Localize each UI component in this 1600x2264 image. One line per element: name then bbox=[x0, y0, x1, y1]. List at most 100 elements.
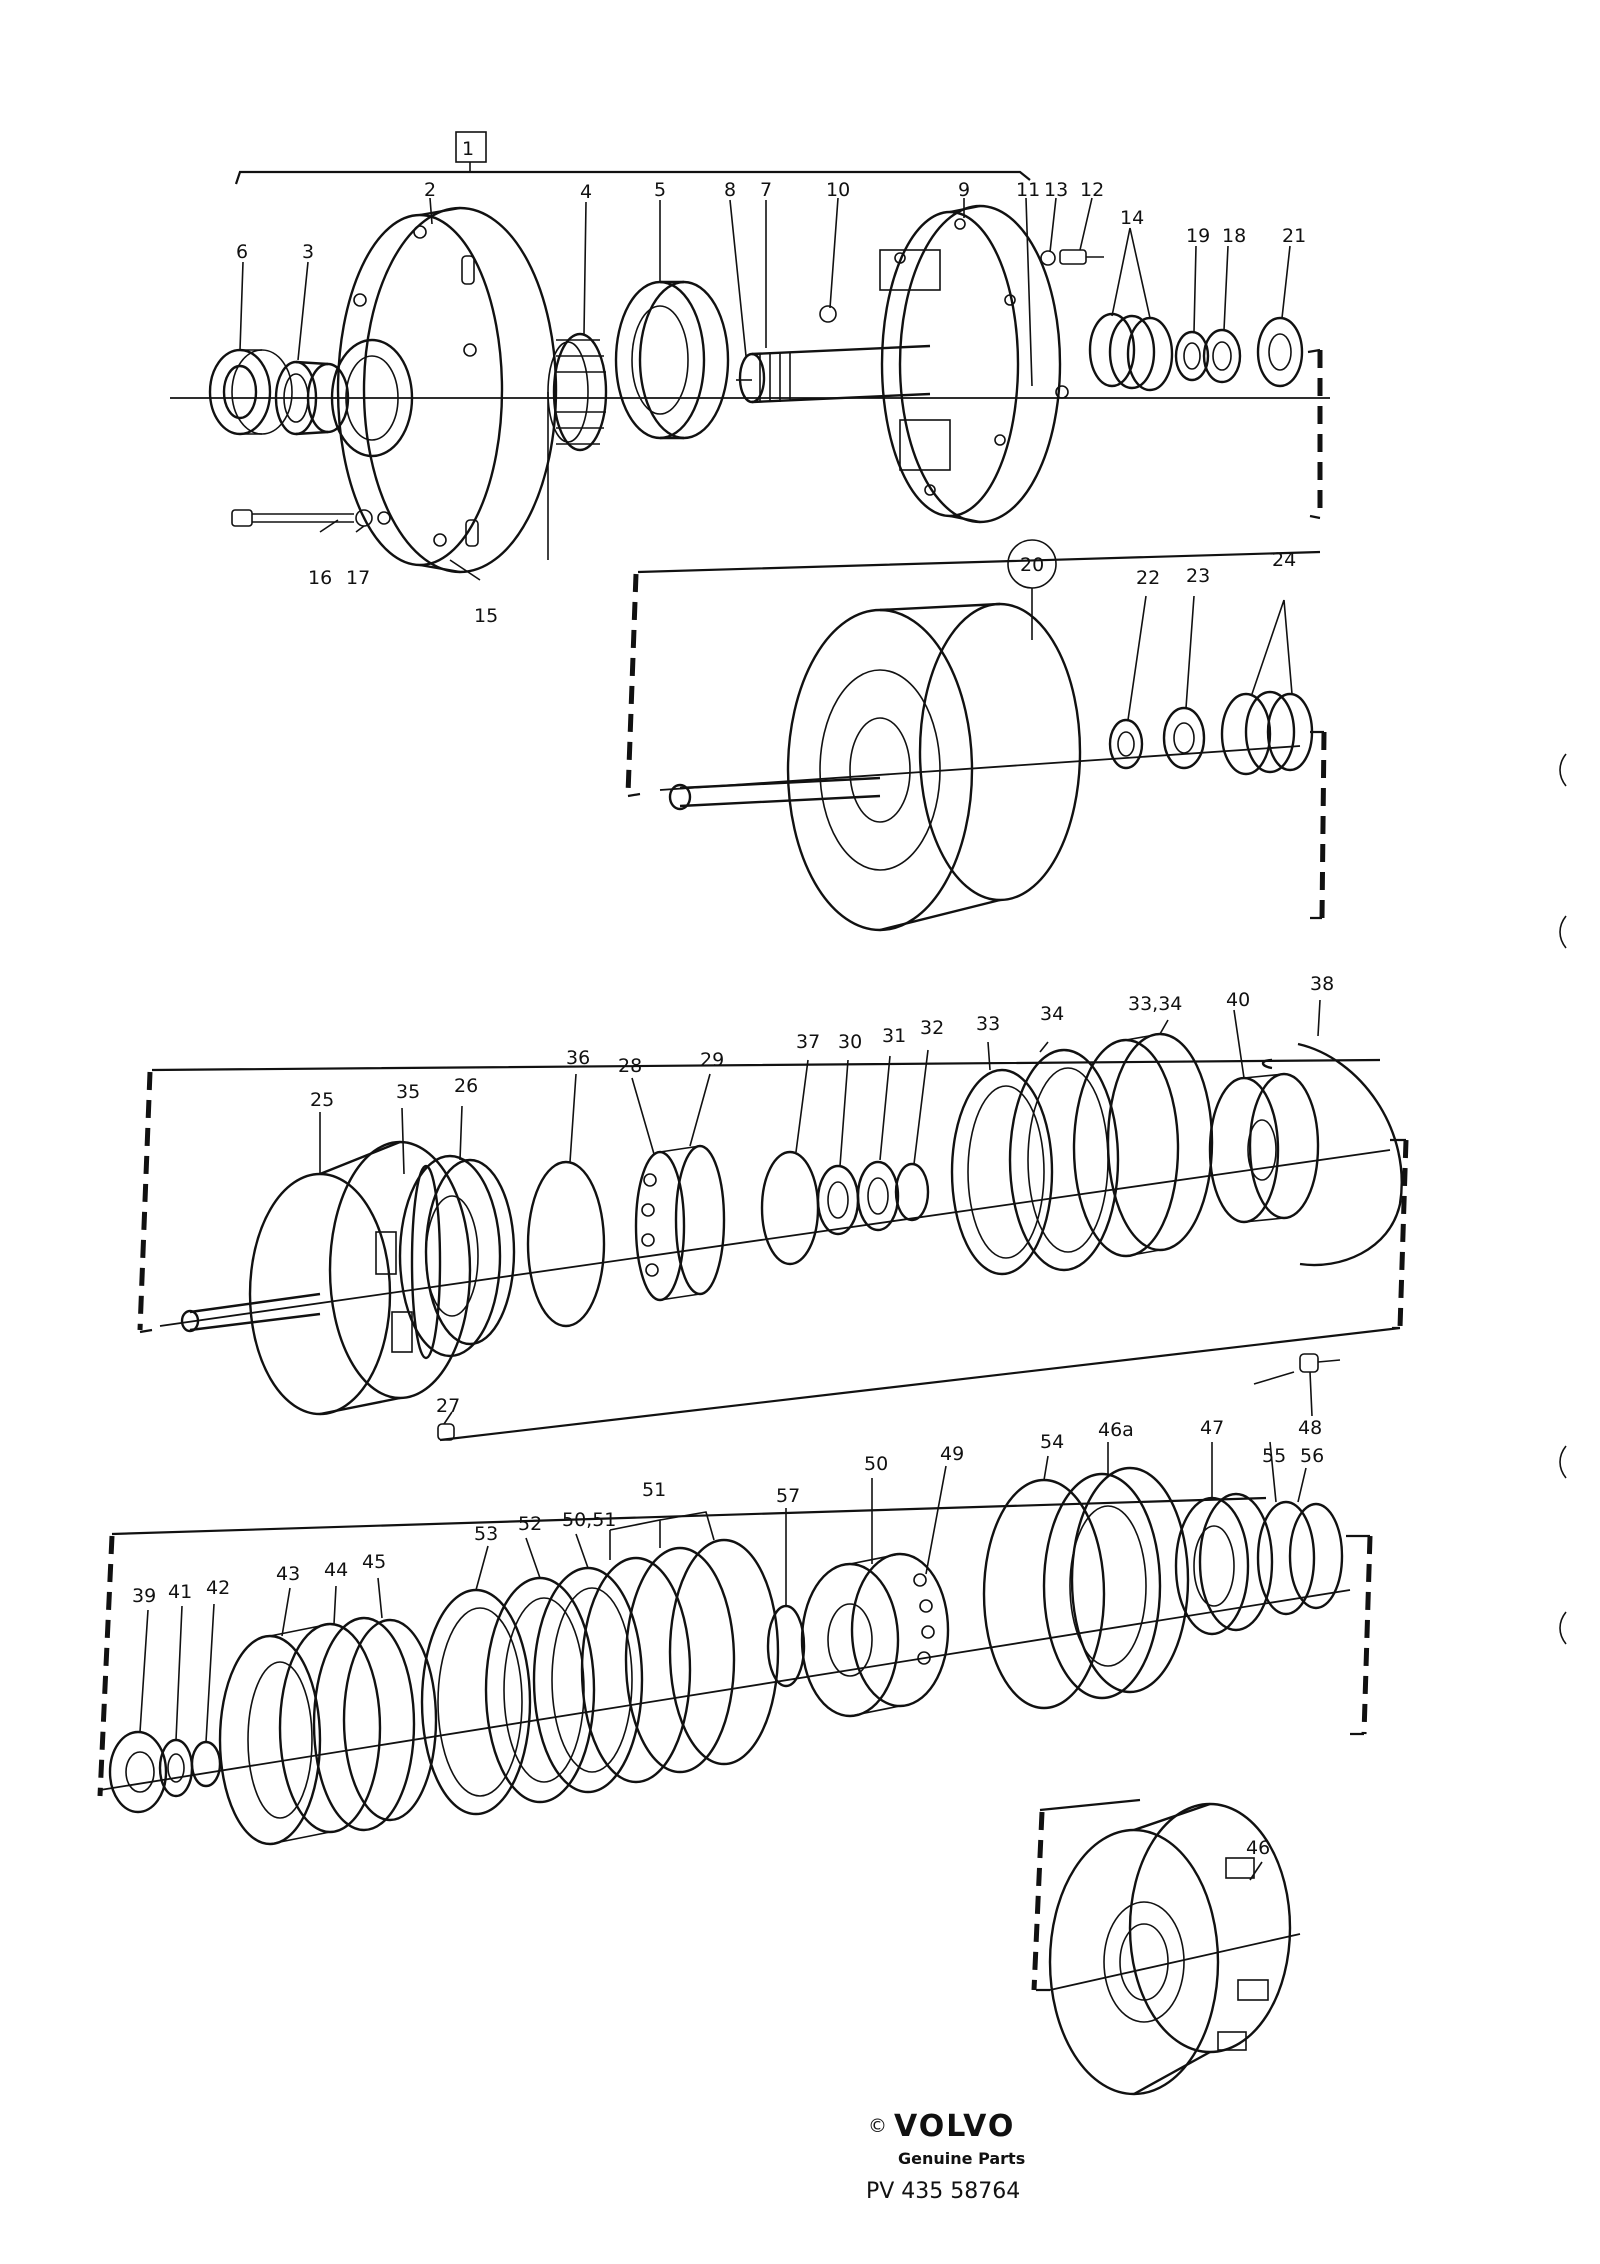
label-39: 44 bbox=[324, 1559, 348, 1581]
group-pump-assembly: 1 2 3 4 5 6 7 8 9 10 11 12 13 14 15 16 1… bbox=[170, 131, 1330, 627]
label-15: 15 bbox=[474, 605, 498, 627]
label-8: 8 bbox=[724, 179, 736, 201]
label-26: 26 bbox=[454, 1075, 478, 1097]
part-28-sprag bbox=[634, 1144, 726, 1302]
part-5-ring-gear bbox=[614, 280, 730, 440]
part-number-code: PV 435 58764 bbox=[866, 2179, 1020, 2204]
dashed-bracket-right-4 bbox=[1361, 1535, 1373, 1735]
part-24-seal-rings bbox=[1220, 690, 1314, 776]
label-52: 53 bbox=[474, 1523, 498, 1545]
label-11: 11 bbox=[1016, 179, 1040, 201]
label-17: 17 bbox=[346, 567, 370, 589]
label-37: 37 bbox=[796, 1031, 820, 1053]
part-38-snap-ring bbox=[1261, 1042, 1403, 1267]
label-32: 32 bbox=[920, 1017, 944, 1039]
axis-line-5 bbox=[1049, 1933, 1301, 1991]
label-56: 45 bbox=[362, 1551, 386, 1573]
label-10: 10 bbox=[826, 179, 850, 201]
label-36: 36 bbox=[566, 1047, 590, 1069]
part-31-bearing bbox=[856, 1160, 900, 1232]
label-12: 12 bbox=[1080, 179, 1104, 201]
part-39-snap-ring bbox=[312, 1616, 416, 1832]
label-24: 24 bbox=[1272, 549, 1296, 571]
label-53: 54 bbox=[1040, 1431, 1064, 1453]
label-20: 20 bbox=[1020, 554, 1044, 576]
dashed-bracket-right-3 bbox=[1397, 1139, 1409, 1329]
brand-block: © VOLVO Genuine Parts PV 435 58764 bbox=[866, 2109, 1025, 2204]
label-42: 39 bbox=[132, 1585, 156, 1607]
label-29: 29 bbox=[700, 1049, 724, 1071]
part-40-hub bbox=[1208, 1072, 1320, 1224]
part-32-washer bbox=[894, 1162, 930, 1222]
part-26-piston bbox=[398, 1154, 516, 1358]
label-47: 48 bbox=[1298, 1417, 1322, 1439]
part-9-pump-cover bbox=[879, 204, 1069, 524]
part-20-torque-converter bbox=[668, 602, 1082, 932]
part-33-34-clutch-pack bbox=[1072, 1032, 1214, 1258]
part-21-washer bbox=[1256, 316, 1304, 388]
part-47-screw bbox=[1253, 1353, 1341, 1385]
label-54: 55 bbox=[1262, 1445, 1286, 1467]
brand-logo-volvo: VOLVO bbox=[894, 2109, 1015, 2144]
label-18: 18 bbox=[1222, 225, 1246, 247]
label-30: 30 bbox=[838, 1031, 862, 1053]
part-10-ball bbox=[819, 305, 837, 323]
label-33-34: 33,34 bbox=[1128, 993, 1182, 1015]
label-16: 16 bbox=[308, 567, 332, 589]
label-55: 56 bbox=[1300, 1445, 1324, 1467]
part-3-bushing bbox=[274, 360, 350, 436]
margin-marks bbox=[1559, 753, 1567, 1645]
leader-lines-1 bbox=[239, 197, 1291, 581]
part-18-bearing bbox=[1202, 328, 1242, 384]
part-23-bearing bbox=[1162, 706, 1206, 770]
label-1: 1 bbox=[462, 138, 474, 160]
part-22-washer bbox=[1108, 718, 1144, 770]
label-33: 33 bbox=[976, 1013, 1000, 1035]
dashed-bracket-left-4 bbox=[97, 1535, 115, 1797]
label-49: 50 bbox=[864, 1453, 888, 1475]
label-7: 7 bbox=[760, 179, 772, 201]
label-41: 43 bbox=[276, 1563, 300, 1585]
label-45: 46 bbox=[1246, 1837, 1270, 1859]
label-4: 4 bbox=[580, 181, 592, 203]
label-25: 25 bbox=[310, 1089, 334, 1111]
dashed-bracket-left-2 bbox=[625, 573, 639, 795]
label-23: 23 bbox=[1186, 565, 1210, 587]
label-3: 3 bbox=[302, 241, 314, 263]
group-direct-clutch: 39 41 42 43 44 45 46 46a 47 48 49 50 50,… bbox=[97, 1353, 1373, 1859]
label-51: 52 bbox=[518, 1513, 542, 1535]
part-42-washer bbox=[108, 1730, 168, 1814]
part-57-spacer bbox=[766, 1604, 806, 1688]
label-44: 42 bbox=[206, 1577, 230, 1599]
copyright-symbol: © bbox=[868, 2115, 887, 2137]
part-4-gear bbox=[547, 332, 608, 452]
part-12-bolt bbox=[1040, 249, 1104, 266]
part-27-plug bbox=[437, 1423, 455, 1441]
label-46: 46a bbox=[1098, 1419, 1134, 1441]
part-46-clutch-drum bbox=[1042, 1466, 1190, 1700]
dashed-bracket-left-5 bbox=[1031, 1811, 1045, 1991]
label-35: 35 bbox=[396, 1081, 420, 1103]
group-torque-converter: 20 22 23 24 bbox=[625, 539, 1327, 932]
part-50-51-clutch-pack bbox=[580, 1538, 780, 1784]
label-43: 41 bbox=[168, 1581, 192, 1603]
label-50: 50,51 bbox=[562, 1509, 616, 1531]
dashed-bracket-right-2 bbox=[1319, 731, 1327, 919]
callout-box-1 bbox=[455, 131, 487, 163]
part-52-pressure-plate bbox=[420, 1588, 532, 1816]
label-27: 27 bbox=[436, 1395, 460, 1417]
part-37-snap-ring bbox=[760, 1150, 820, 1266]
part-2-pump-body bbox=[330, 206, 558, 574]
label-6: 6 bbox=[236, 241, 248, 263]
part-55-seal bbox=[1288, 1502, 1344, 1610]
part-36-seal-ring bbox=[526, 1160, 606, 1328]
axis-line-4 bbox=[99, 1589, 1351, 1791]
label-31: 31 bbox=[882, 1025, 906, 1047]
label-57: 57 bbox=[776, 1485, 800, 1507]
part-45-planetary-shell bbox=[1048, 1802, 1292, 2096]
part-54-seal bbox=[1256, 1500, 1316, 1616]
axis-line-3 bbox=[159, 1149, 1391, 1327]
label-50-51: 51 bbox=[642, 1479, 666, 1501]
part-49-planet-carrier bbox=[800, 1552, 950, 1718]
